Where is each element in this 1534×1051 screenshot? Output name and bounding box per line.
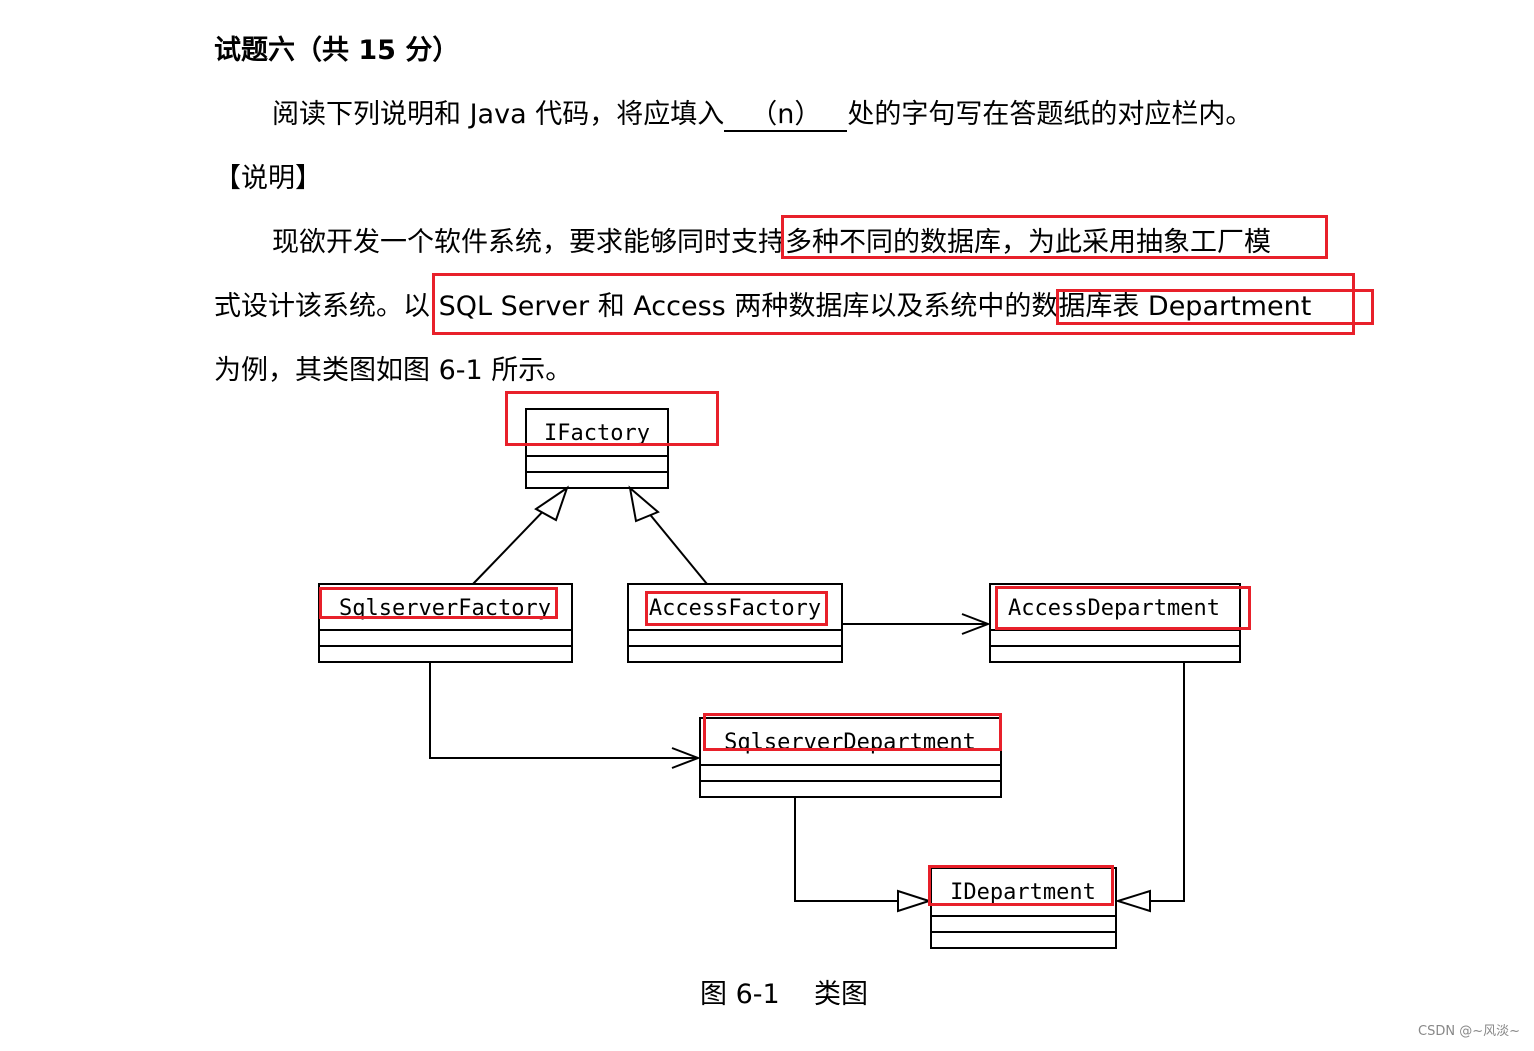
class-box-ifactory (525, 408, 669, 489)
class-box-sqlserver-department (699, 717, 1002, 798)
dependency-arrow-sqlserver (429, 662, 701, 769)
highlight-box-text-3 (1056, 289, 1374, 325)
highlight-box-ifactory (505, 391, 719, 446)
class-name-idepartment: IDepartment (950, 880, 1096, 905)
question-title: 试题六（共 15 分） (214, 35, 460, 66)
dependency-arrow-access (842, 613, 991, 635)
class-name-access-department: AccessDepartment (1008, 596, 1220, 621)
class-box-access-department (989, 583, 1241, 663)
intro-after: 处的字句写在答题纸的对应栏内。 (847, 99, 1253, 130)
highlight-box-text-2 (432, 273, 1355, 335)
description-line-1: 现欲开发一个软件系统，要求能够同时支持多种不同的数据库，为此采用抽象工厂模 (272, 227, 1271, 258)
highlight-box-access-factory (645, 591, 828, 626)
highlight-box-idepartment (928, 865, 1114, 906)
intro-before: 阅读下列说明和 Java 代码，将应填入 (272, 99, 725, 130)
intro-line: 阅读下列说明和 Java 代码，将应填入（n）处的字句写在答题纸的对应栏内。 (272, 98, 1252, 132)
highlight-box-access-department (995, 586, 1251, 630)
generalization-arrow-sqlserver-factory (472, 485, 569, 585)
class-box-idepartment (930, 867, 1117, 949)
class-box-sqlserver-factory (318, 583, 573, 663)
class-name-access-factory: AccessFactory (649, 596, 821, 621)
highlight-box-text-1 (781, 215, 1328, 259)
description-line-3: 为例，其类图如图 6-1 所示。 (214, 355, 573, 386)
class-name-ifactory: IFactory (544, 421, 650, 446)
highlight-box-sqlserver-factory (319, 587, 558, 619)
intro-blank: （n） (724, 100, 848, 132)
watermark: CSDN @~风淡~ (1418, 1024, 1520, 1039)
highlight-box-sqlserver-department (703, 713, 1002, 751)
generalization-arrow-access-factory (628, 485, 708, 585)
section-heading: 【说明】 (214, 163, 322, 194)
figure-caption: 图 6-1 类图 (700, 979, 869, 1010)
realization-arrow-sqlserver (794, 797, 933, 913)
description-line-2: 式设计该系统。以 SQL Server 和 Access 两种数据库以及系统中的… (214, 291, 1312, 322)
realization-arrow-access (1114, 662, 1185, 913)
